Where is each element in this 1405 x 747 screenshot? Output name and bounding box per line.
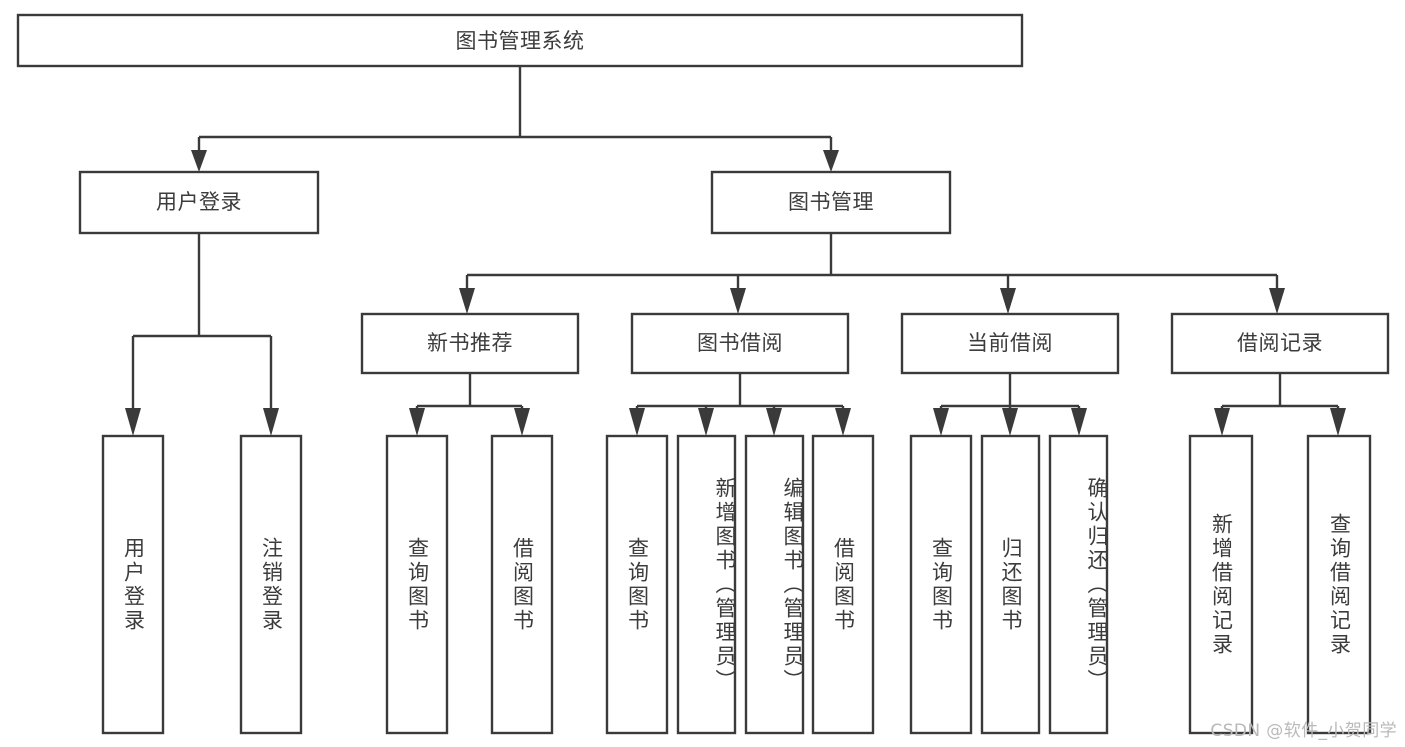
- connector-bookmgmt-to-level3: [459, 233, 1285, 314]
- connector-newbook-to-leaves: [409, 373, 530, 436]
- node-new-book-recommend-label: 新书推荐: [427, 331, 513, 355]
- node-leaf-logout[interactable]: [239, 434, 303, 735]
- node-leaf-query-borrow-record[interactable]: [1306, 434, 1372, 735]
- node-leaf-query-book-1[interactable]: [385, 434, 449, 735]
- node-leaf-user-login[interactable]: [101, 434, 165, 735]
- node-book-management[interactable]: 图书管理: [710, 170, 952, 235]
- connector-borrowrecord-to-leaves: [1214, 373, 1346, 436]
- node-leaf-query-book-3[interactable]: [909, 434, 973, 735]
- node-leaf-return-book[interactable]: [980, 434, 1041, 735]
- node-root-system-label: 图书管理系统: [456, 29, 585, 53]
- arrow-head-icon: [698, 408, 714, 436]
- node-user-login-label: 用户登录: [156, 190, 242, 214]
- arrow-head-icon: [191, 150, 207, 172]
- node-book-borrow[interactable]: 图书借阅: [630, 312, 850, 375]
- node-current-borrow-label: 当前借阅: [967, 331, 1053, 355]
- node-leaf-add-book-admin[interactable]: [676, 434, 737, 735]
- arrow-head-icon: [1330, 408, 1346, 436]
- node-leaf-confirm-return-admin[interactable]: [1048, 434, 1109, 735]
- node-leaf-add-borrow-record[interactable]: [1188, 434, 1254, 735]
- arrow-head-icon: [629, 408, 645, 436]
- arrow-head-icon: [263, 408, 279, 436]
- arrow-head-icon: [459, 288, 475, 314]
- node-book-management-label: 图书管理: [788, 190, 874, 214]
- node-book-borrow-label: 图书借阅: [697, 331, 783, 355]
- arrow-head-icon: [409, 408, 425, 436]
- connector-currentborrow-to-leaves: [933, 373, 1087, 436]
- arrow-head-icon: [1214, 408, 1230, 436]
- arrow-head-icon: [1000, 288, 1016, 314]
- arrow-head-icon: [1269, 288, 1285, 314]
- arrow-head-icon: [766, 408, 782, 436]
- node-leaf-borrow-book-2[interactable]: [811, 434, 875, 735]
- arrow-head-icon: [1071, 408, 1087, 436]
- node-leaf-edit-book-admin[interactable]: [744, 434, 805, 735]
- arrow-head-icon: [125, 408, 141, 436]
- watermark-text: CSDN @软件_小贺同学: [1210, 721, 1397, 741]
- node-borrow-record[interactable]: 借阅记录: [1170, 312, 1390, 375]
- connector-userlogin-to-leaves: [125, 233, 279, 436]
- node-user-login[interactable]: 用户登录: [78, 170, 320, 235]
- node-current-borrow[interactable]: 当前借阅: [900, 312, 1120, 375]
- node-leaf-borrow-book-1[interactable]: [490, 434, 554, 735]
- leaf-boxes: [101, 434, 1372, 735]
- arrow-head-icon: [514, 408, 530, 436]
- connector-bookborrow-to-leaves: [629, 373, 851, 436]
- arrow-head-icon: [933, 408, 949, 436]
- connector-root-to-level2: [191, 66, 839, 172]
- arrow-head-icon: [730, 288, 746, 314]
- arrow-head-icon: [835, 408, 851, 436]
- node-borrow-record-label: 借阅记录: [1237, 331, 1323, 355]
- node-leaf-query-book-2[interactable]: [605, 434, 669, 735]
- arrow-head-icon: [1002, 408, 1018, 436]
- node-root-system[interactable]: 图书管理系统: [16, 13, 1024, 68]
- arrow-head-icon: [823, 150, 839, 172]
- node-new-book-recommend[interactable]: 新书推荐: [360, 312, 580, 375]
